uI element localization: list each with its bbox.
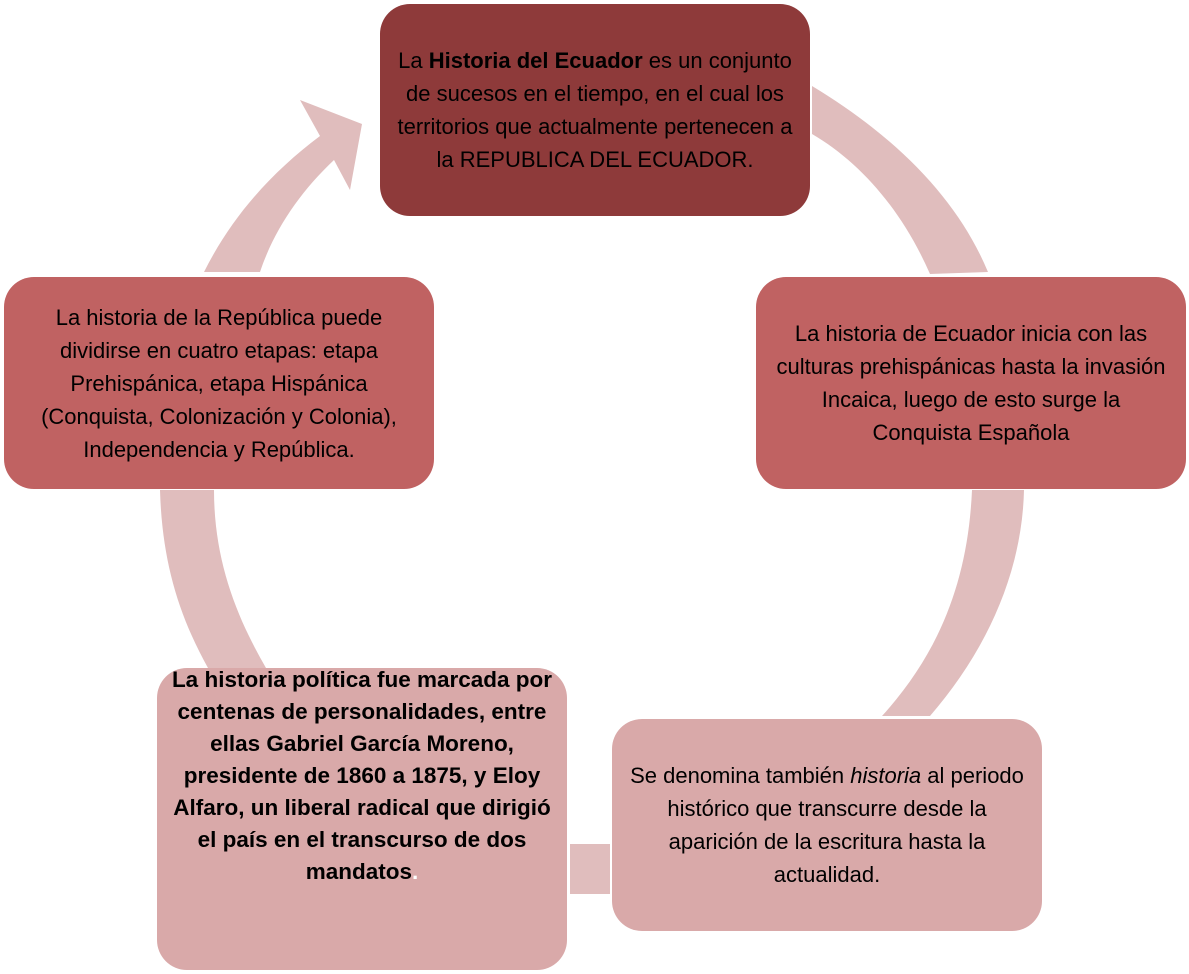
cycle-node-periodo-historico: Se denomina también historia al periodo …	[612, 719, 1042, 931]
cycle-node-historia-politica: La historia política fue marcada por cen…	[157, 667, 567, 970]
arrow-segment-left	[160, 490, 266, 668]
node-3-text-pre: Se denomina también	[630, 763, 851, 788]
node-1-text-post: es un conjunto de sucesos en el tiempo, …	[397, 48, 793, 172]
arrow-segment-right	[882, 490, 1024, 716]
arrow-segment-top-left	[204, 100, 362, 272]
node-4-trailing-dot: .	[412, 859, 419, 884]
arrow-segment-top-right	[812, 86, 988, 274]
node-2-text: La historia de Ecuador inicia con las cu…	[776, 321, 1166, 445]
node-1-text: La Historia del Ecuador es un conjunto d…	[394, 44, 796, 176]
cycle-arrow-segments	[160, 86, 1024, 894]
cycle-node-etapas-republica: La historia de la República puede dividi…	[4, 277, 434, 489]
cycle-node-inicio-historia: La historia de Ecuador inicia con las cu…	[756, 277, 1186, 489]
node-1-text-bold: Historia del Ecuador	[428, 48, 643, 73]
arrow-segment-bottom	[570, 844, 610, 894]
node-4-text-main: La historia política fue marcada por cen…	[171, 667, 553, 884]
node-4-text: La historia política fue marcada por cen…	[171, 664, 553, 888]
node-5-text: La historia de la República puede dividi…	[41, 304, 397, 462]
node-3-text-post: al periodo histórico que transcurre desd…	[667, 763, 1024, 887]
cycle-node-historia-del-ecuador: La Historia del Ecuador es un conjunto d…	[380, 4, 810, 216]
node-3-text-italic: historia	[850, 763, 922, 788]
node-1-text-pre: La	[398, 48, 429, 73]
node-3-text: Se denomina también historia al periodo …	[626, 759, 1028, 891]
